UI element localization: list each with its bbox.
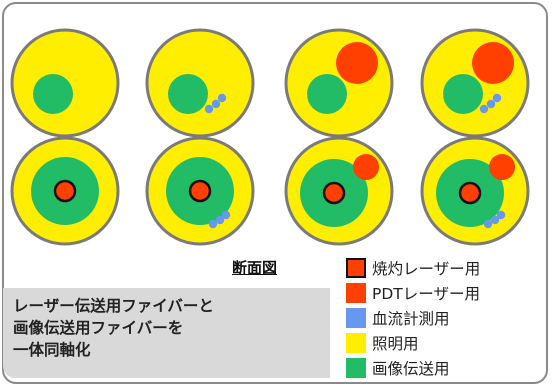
blood-flow-fiber [479, 104, 489, 114]
legend-item-ablation: 焼灼レーザー用 [346, 255, 480, 280]
pdt-laser-fiber [489, 154, 515, 180]
caption-label: 断面図 [232, 259, 278, 277]
image-transmission-fiber [33, 74, 73, 114]
pdt-laser-fiber [336, 42, 378, 84]
blood-flow-fiber [221, 210, 231, 220]
image-transmission-fiber [443, 74, 483, 114]
legend-label: 照明用 [372, 334, 419, 353]
legend-item-image: 画像伝送用 [346, 355, 480, 380]
legend-label: 血流計測用 [372, 309, 450, 328]
pdt-swatch [346, 282, 366, 303]
pdt-laser-fiber [472, 42, 514, 84]
blood-flow-fiber [496, 210, 506, 220]
description-line: 画像伝送用ファイバーを [13, 319, 184, 337]
blood-flow-fiber [204, 104, 214, 114]
legend-item-blood-flow: 血流計測用 [346, 305, 480, 330]
image-transmission-swatch [346, 357, 366, 378]
ablation-laser-fiber [322, 181, 346, 205]
illumination-swatch [346, 332, 366, 353]
blood-flow-fiber [208, 219, 218, 229]
blood-flow-fiber [486, 99, 496, 109]
image-transmission-fiber [168, 74, 208, 114]
ablation-laser-fiber [188, 179, 212, 203]
blood-flow-fiber [492, 93, 502, 103]
blood-flow-fiber [490, 215, 500, 225]
legend-item-illumination: 照明用 [346, 330, 480, 355]
ablation-laser-fiber [458, 181, 482, 205]
image-transmission-fiber [307, 74, 347, 114]
ablation-laser-fiber [53, 179, 77, 203]
description-line: 一体同軸化 [13, 341, 91, 359]
pdt-laser-fiber [353, 154, 379, 180]
blood-flow-fiber [211, 99, 221, 109]
legend-label: 焼灼レーザー用 [372, 259, 481, 278]
description-line: レーザー伝送用ファイバーと [13, 297, 214, 315]
legend-label: 画像伝送用 [372, 359, 450, 378]
blood-flow-fiber [215, 215, 225, 225]
blood-flow-swatch [346, 307, 366, 328]
description-box: レーザー伝送用ファイバーと 画像伝送用ファイバーを 一体同軸化 [3, 288, 330, 378]
blood-flow-fiber [483, 219, 493, 229]
legend: 焼灼レーザー用 PDTレーザー用 血流計測用 照明用 画像伝送用 [346, 255, 480, 380]
legend-item-pdt: PDTレーザー用 [346, 280, 480, 305]
legend-label: PDTレーザー用 [372, 284, 480, 303]
blood-flow-fiber [217, 93, 227, 103]
ablation-swatch [346, 257, 366, 278]
